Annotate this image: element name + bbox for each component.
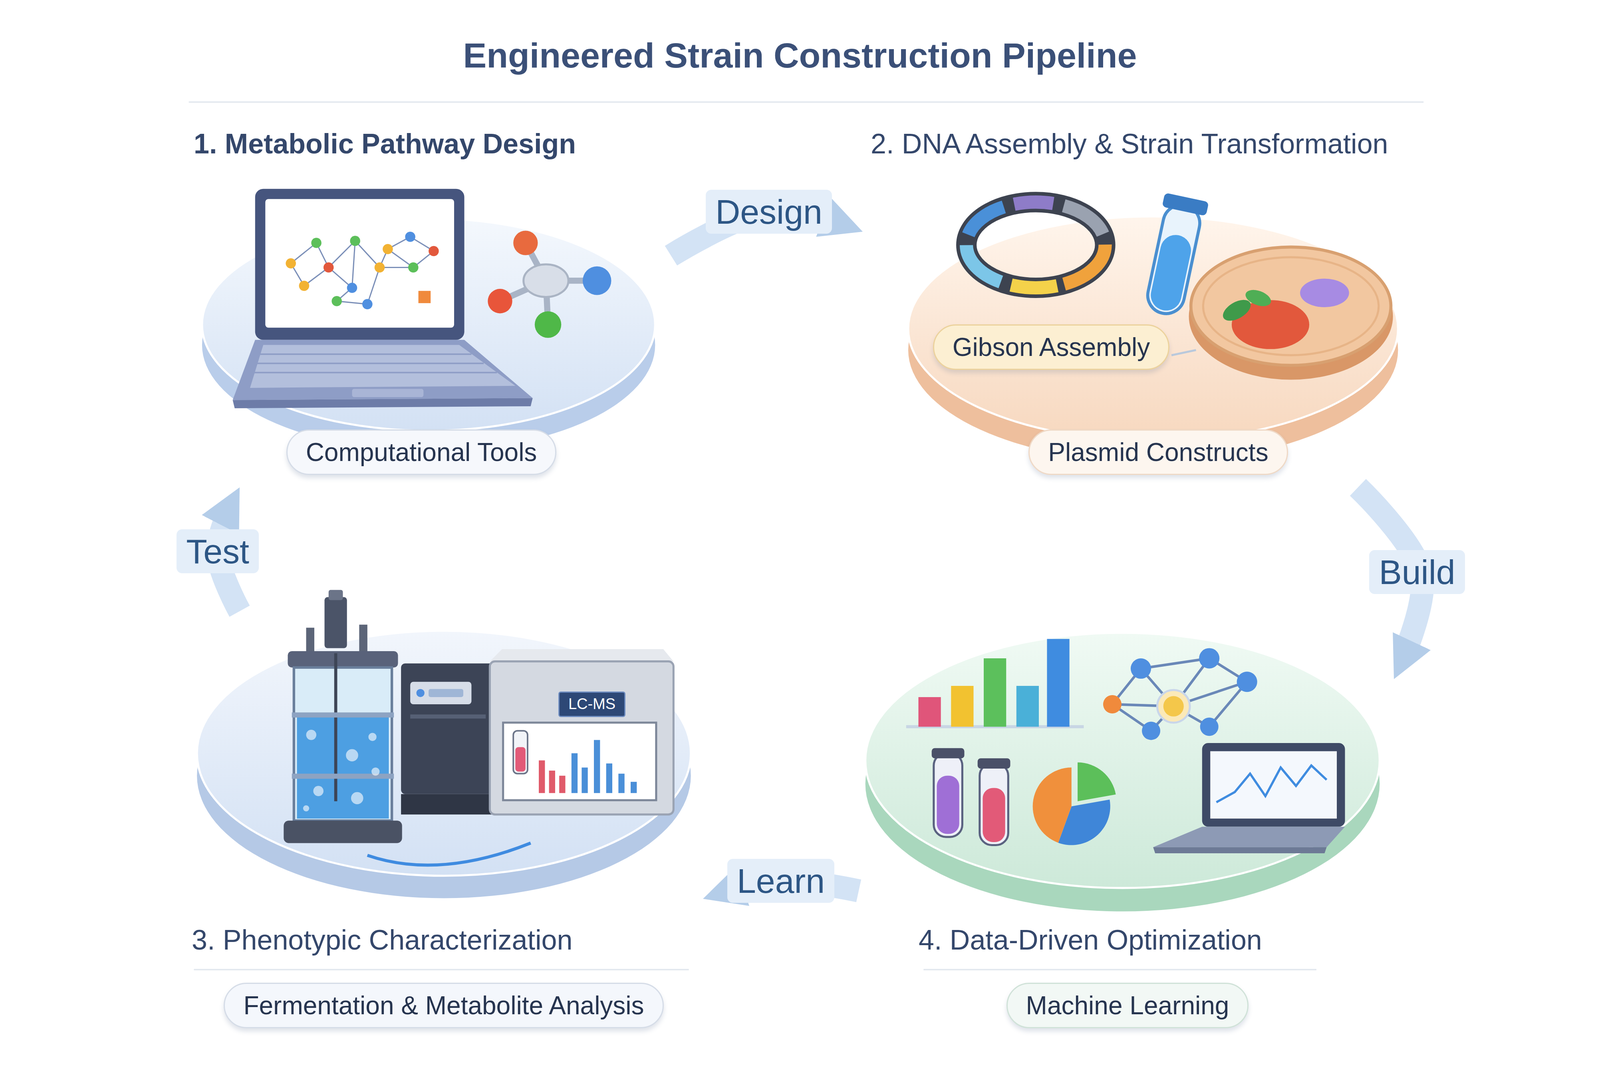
pill-text: Gibson Assembly [952,331,1150,363]
stage-arrow-label: Design [705,189,832,235]
pill-text: Machine Learning [1026,990,1230,1021]
pill-label: Computational Tools [286,429,557,476]
pill-text: Computational Tools [305,436,538,468]
pill-label: Fermentation & Metabolite Analysis [223,982,664,1029]
pill-text: Fermentation & Metabolite Analysis [243,990,644,1021]
plasmid-ring [966,202,1106,288]
network-icon [1103,647,1258,740]
pill-label: Plasmid Constructs [1028,429,1288,476]
stage-platform: 2. DNA Assembly & Strain TransformationG… [862,127,1438,488]
pie-chart-icon [1032,762,1116,846]
stage-heading: 3. Phenotypic Characterization [191,923,573,957]
diagram-title: Engineered Strain Construction Pipeline [0,35,1600,76]
stage-arrow-label: Learn [727,858,835,904]
stage-platform: 3. Phenotypic CharacterizationFermentati… [187,611,703,1043]
bar-chart-icon [906,638,1084,727]
petri-dish [1171,246,1393,380]
lc-ms-instrument [400,649,674,815]
stage-heading: 2. DNA Assembly & Strain Transformation [870,127,1389,161]
pill-label: Gibson Assembly [933,324,1170,371]
stage-heading: 4. Data-Driven Optimization [918,923,1263,957]
molecule-icon [487,230,612,338]
separator-lines [188,102,1424,970]
stage-arrow-label: Test [176,529,259,574]
pill-label: Machine Learning [1006,982,1249,1029]
stage-platform: 4. Data-Driven OptimizationMachine Learn… [858,611,1394,1043]
stage-heading: 1. Metabolic Pathway Design [193,127,576,161]
pill-text: Plasmid Constructs [1048,436,1269,468]
laptop-icon [232,188,533,409]
sample-tubes [931,748,1011,846]
instrument-label: LC-MS [558,691,626,717]
stage-platform: 1. Metabolic Pathway DesignComputational… [187,127,671,488]
stage-arrow-label: Build [1369,549,1465,595]
laptop-chart-icon [1153,742,1345,854]
